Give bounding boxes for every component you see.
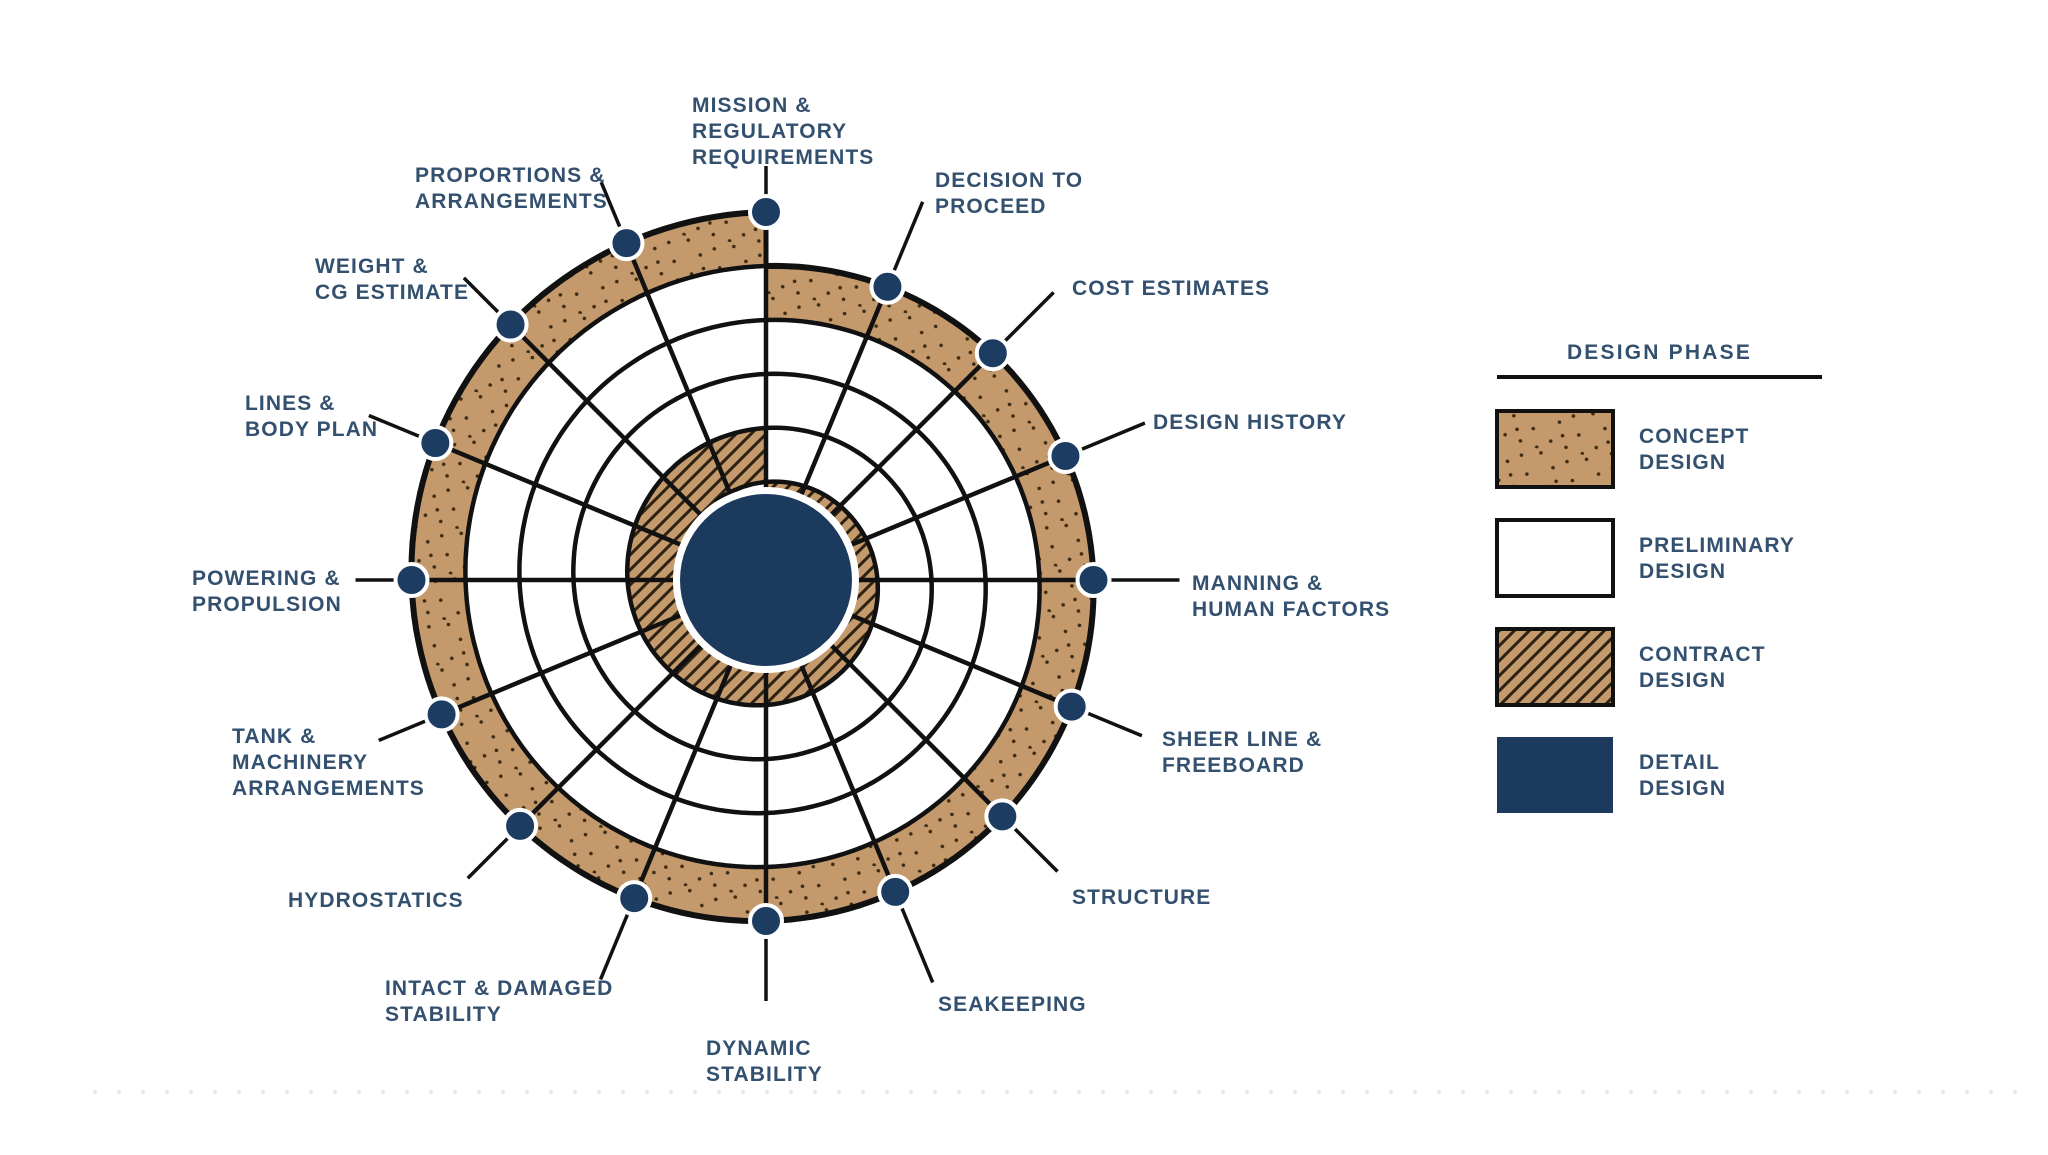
spoke-label-weight-cg-estimate: WEIGHT & CG ESTIMATE [315,254,469,306]
spoke-label-tank-machinery-arrangements: TANK & MACHINERY ARRANGEMENTS [232,724,425,802]
spoke-label-manning-human-factors: MANNING & HUMAN FACTORS [1192,571,1390,623]
spoke-label-line: SHEER LINE & [1162,728,1323,751]
legend-label-concept-design: CONCEPT DESIGN [1639,424,1749,476]
spoke-label-line: FREEBOARD [1162,754,1305,777]
node-mission-regulatory-requirements [748,194,784,230]
node-design-history [1047,437,1084,474]
node-hydrostatics [502,807,539,844]
node-weight-cg-estimate [492,306,529,343]
legend-swatch-preliminary-design [1497,520,1613,596]
detail-design-core [680,494,852,666]
spoke-label-decision-to-proceed: DECISION TO PROCEED [935,168,1083,220]
spoke-label-line: WEIGHT & [315,255,429,278]
legend-swatches [1495,409,1615,813]
spoke-label-line: STRUCTURE [1072,886,1212,909]
spoke-label-line: STABILITY [706,1063,823,1086]
legend-label-contract-design: CONTRACT DESIGN [1639,642,1766,694]
spoke-label-line: DESIGN HISTORY [1153,411,1347,434]
spoke-label-line: MISSION & [692,94,812,117]
spoke-label-line: COST ESTIMATES [1072,277,1271,300]
node-manning-human-factors [1075,562,1112,598]
phase-band-2 [519,320,986,813]
legend-label-line: DESIGN [1639,451,1727,474]
leader-seakeeping [899,906,935,984]
leader-structure [1012,826,1059,873]
node-powering-propulsion [393,562,430,598]
spoke-label-line: MACHINERY [232,751,369,774]
leader-tank-machinery-arrangements [378,718,428,743]
spoke-label-line: SEAKEEPING [938,993,1087,1016]
spoke-label-line: PROPULSION [192,593,342,616]
spoke-label-structure: STRUCTURE [1072,885,1211,911]
spoke-label-line: LINES & [245,392,336,415]
spoke-label-line: INTACT & DAMAGED [385,977,614,1000]
leader-design-history [1079,421,1146,452]
spoke-label-line: HYDROSTATICS [288,889,464,912]
spoke-label-line: PROCEED [935,195,1047,218]
spoke-label-line: ARRANGEMENTS [232,777,425,800]
legend-label-line: PRELIMINARY [1639,534,1795,557]
legend-label-detail-design: DETAIL DESIGN [1639,750,1726,802]
spoke-label-dynamic-stability: DYNAMIC STABILITY [706,1036,823,1088]
legend-swatch-detail-design [1497,737,1613,813]
spoke-label-line: MANNING & [1192,572,1324,595]
node-dynamic-stability [748,903,784,939]
leader-intact-damaged-stability [598,912,630,981]
legend-title: DESIGN PHASE [1566,341,1753,364]
spoke-label-sheer-line-freeboard: SHEER LINE & FREEBOARD [1162,727,1322,779]
spiral-phase-bands [411,212,1094,921]
leader-decision-to-proceed [891,201,925,273]
spoke-label-line: DECISION TO [935,169,1084,192]
spoke-label-intact-damaged-stability: INTACT & DAMAGED STABILITY [385,976,613,1028]
node-cost-estimates [974,335,1011,372]
leader-weight-cg-estimate [462,276,501,315]
spoke-label-proportions-arrangements: PROPORTIONS & ARRANGEMENTS [415,163,608,215]
legend-label-line: DESIGN [1639,560,1727,583]
node-proportions-arrangements [608,225,645,262]
spoke-label-line: REQUIREMENTS [692,146,875,169]
spoke-label-seakeeping: SEAKEEPING [938,992,1087,1018]
spoke-label-lines-body-plan: LINES & BODY PLAN [245,391,378,443]
node-lines-body-plan [417,425,454,462]
spoke-label-mission-regulatory-requirements: MISSION & REGULATORY REQUIREMENTS [692,93,874,171]
node-decision-to-proceed [869,268,906,305]
leader-proportions-arrangements [599,181,622,230]
spoke-label-line: STABILITY [385,1003,502,1026]
spoke-label-line: DYNAMIC [706,1037,812,1060]
spoke-label-powering-propulsion: POWERING & PROPULSION [192,566,342,618]
leader-sheer-line-freeboard [1085,711,1143,738]
node-structure [984,798,1021,835]
leader-hydrostatics [466,835,511,880]
legend-label-line: CONTRACT [1639,643,1766,666]
node-sheer-line-freeboard [1053,688,1090,725]
spoke-label-line: POWERING & [192,567,341,590]
spoke-nodes [393,194,1112,939]
legend-title-underline [1497,375,1822,379]
phase-band-3 [573,374,932,760]
legend-label-line: CONCEPT [1639,425,1750,448]
spoke-label-line: BODY PLAN [245,418,379,441]
spoke-label-line: REGULATORY [692,120,848,143]
node-intact-damaged-stability [616,880,653,917]
spiral-center [673,487,859,673]
spoke-label-line: HUMAN FACTORS [1192,598,1391,621]
node-tank-machinery-arrangements [423,696,460,733]
legend-label-line: DESIGN [1639,777,1727,800]
node-seakeeping [877,873,914,910]
legend-label-line: DESIGN [1639,669,1727,692]
label-leader-lines [355,166,1180,1001]
spoke-label-cost-estimates: COST ESTIMATES [1072,276,1270,302]
spoke-label-line: TANK & [232,725,317,748]
leader-lines-body-plan [368,413,422,439]
spoke-label-line: ARRANGEMENTS [415,190,608,213]
leader-cost-estimates [1002,291,1055,344]
bottom-dotted-rule [92,1089,2018,1095]
spoke-label-line: CG ESTIMATE [315,281,470,304]
spoke-label-hydrostatics: HYDROSTATICS [288,888,464,914]
spoke-label-line: PROPORTIONS & [415,164,606,187]
spoke-label-design-history: DESIGN HISTORY [1153,410,1347,436]
legend-label-preliminary-design: PRELIMINARY DESIGN [1639,533,1795,585]
legend-label-line: DETAIL [1639,751,1720,774]
